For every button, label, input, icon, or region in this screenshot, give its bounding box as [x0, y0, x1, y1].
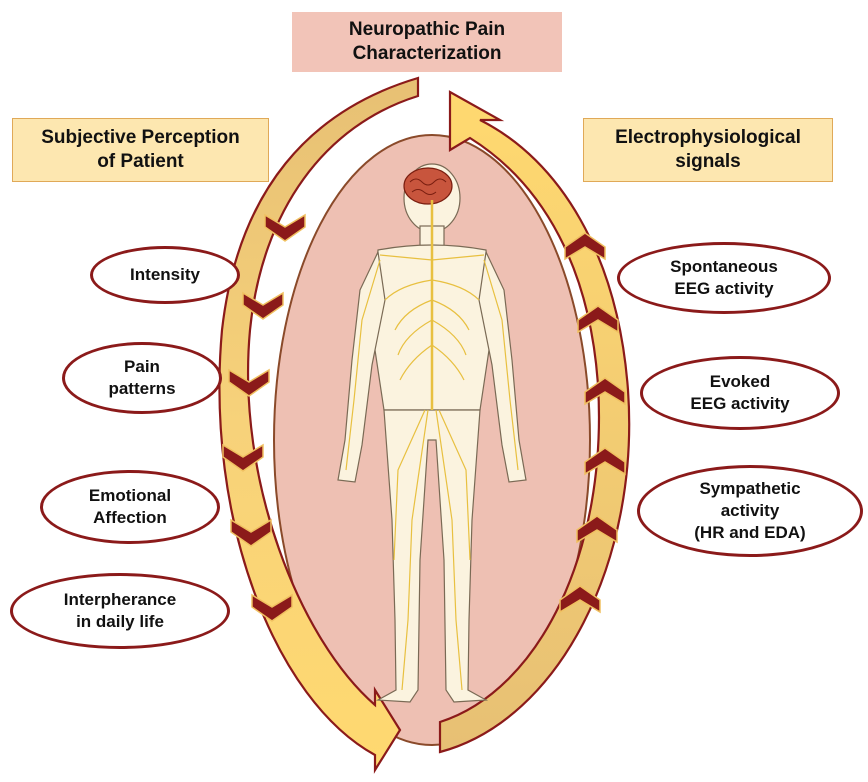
left-header-label: Subjective Perception of Patient: [41, 126, 240, 174]
oval-label: Interpherance in daily life: [64, 589, 176, 633]
brain-icon: [404, 168, 452, 204]
oval-spontaneous-eeg: Spontaneous EEG activity: [617, 242, 831, 314]
title-box: Neuropathic Pain Characterization: [292, 12, 562, 72]
oval-evoked-eeg: Evoked EEG activity: [640, 356, 840, 430]
oval-label: Pain patterns: [108, 356, 175, 400]
oval-intensity: Intensity: [90, 246, 240, 304]
right-header-box: Electrophysiological signals: [583, 118, 833, 182]
page-title: Neuropathic Pain Characterization: [349, 18, 505, 66]
oval-label: Evoked EEG activity: [690, 371, 789, 415]
oval-label: Intensity: [130, 264, 200, 286]
oval-pain-patterns: Pain patterns: [62, 342, 222, 414]
oval-emotional-affection: Emotional Affection: [40, 470, 220, 544]
oval-sympathetic-activity: Sympathetic activity (HR and EDA): [637, 465, 863, 557]
oval-label: Sympathetic activity (HR and EDA): [694, 478, 805, 544]
oval-label: Spontaneous EEG activity: [670, 256, 778, 300]
left-header-box: Subjective Perception of Patient: [12, 118, 269, 182]
oval-interpherance: Interpherance in daily life: [10, 573, 230, 649]
oval-label: Emotional Affection: [89, 485, 171, 529]
right-header-label: Electrophysiological signals: [615, 126, 801, 174]
